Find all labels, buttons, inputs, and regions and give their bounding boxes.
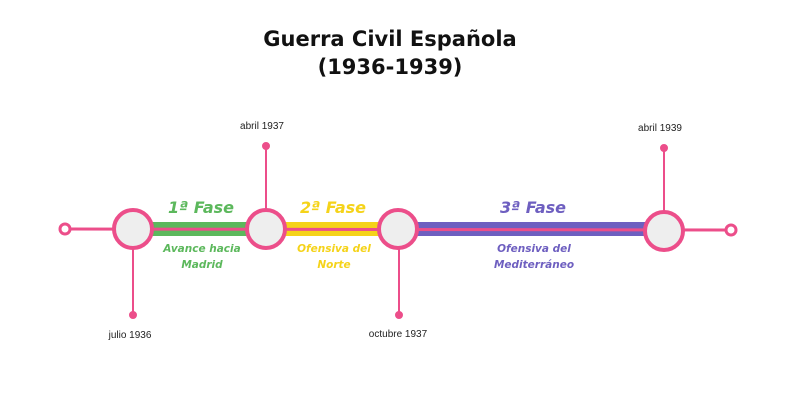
phase-1-desc-line2: Madrid [181,259,223,271]
connector-dot [660,144,668,152]
phase-1-desc-line1: Avance hacia [162,243,240,255]
title-line-1: Guerra Civil Española [263,27,516,51]
node-octubre-1937 [377,208,419,250]
date-label: octubre 1937 [369,329,428,340]
phase-3-desc-line1: Ofensiva del [497,243,571,255]
timeline-start-marker [58,222,72,236]
phase-1-title: 1ª Fase [168,198,234,217]
date-label: julio 1936 [108,330,152,341]
phase-2-desc-line1: Ofensiva del [297,243,371,255]
phase-3-title: 3ª Fase [500,198,566,217]
date-label: abril 1939 [638,123,682,134]
node-abril-1937 [245,208,287,250]
date-label: abril 1937 [240,121,284,132]
connector-dot [262,142,270,150]
connector-dot [395,311,403,319]
node-abril-1939 [643,210,685,252]
phase-2-title: 2ª Fase [300,198,366,217]
phase-3-desc-line2: Mediterráneo [494,259,574,271]
connector-dot [129,311,137,319]
timeline-end-marker [724,223,738,237]
node-julio-1936 [112,208,154,250]
title-line-2: (1936-1939) [318,55,463,79]
phase-2-desc-line2: Norte [317,259,350,271]
